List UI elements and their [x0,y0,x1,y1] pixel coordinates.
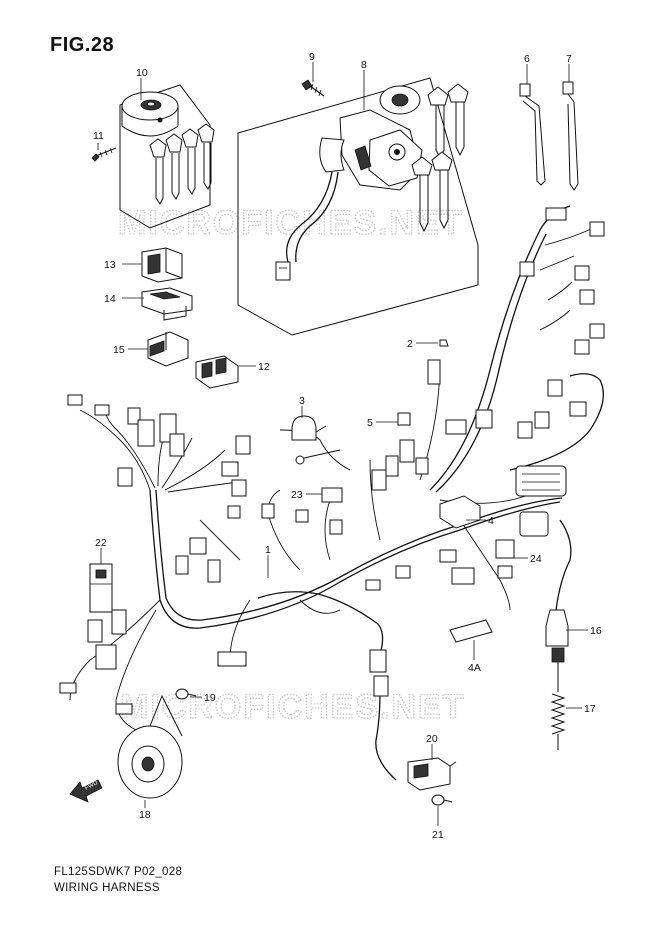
switch-16 [545,609,569,676]
watermark-top: MICROFICHES.NET [118,204,463,242]
part-label-22: 22 [95,537,107,549]
part-label-9: 9 [309,51,315,63]
watermark-bottom: MICROFICHES.NET [120,688,465,726]
leader-lines [97,62,588,826]
part-label-12: 12 [258,361,270,373]
screw-21 [431,794,453,806]
bolt-19 [175,688,197,700]
part-label-3: 3 [299,395,305,407]
harness-connectors [59,207,605,715]
part-label-19: 19 [204,692,216,704]
ignition-switch-box [237,77,479,336]
part-label-10: 10 [136,67,148,79]
screw-9 [301,79,325,97]
part-labels: 10 11 9 8 6 7 13 14 15 12 2 3 5 23 4 1 2… [93,51,602,841]
sensor-20 [407,757,457,791]
spring-17 [550,676,566,750]
part-label-16: 16 [590,625,602,637]
horn-18 [117,694,183,799]
part-label-21: 21 [432,829,444,841]
part-label-24: 24 [530,553,542,565]
cap-3 [291,415,341,465]
part-label-18: 18 [139,809,151,821]
part-label-4: 4 [488,515,494,527]
part-label-11: 11 [93,130,104,142]
screw-11 [91,147,117,162]
switch-12 [195,355,239,389]
part-label-8: 8 [361,59,367,71]
switch-14 [141,287,193,321]
part-label-23: 23 [291,489,303,501]
cable-tie-6 [519,83,546,186]
part-label-2: 2 [407,338,413,350]
part-label-15: 15 [113,344,125,356]
part-label-5: 5 [367,417,373,429]
section-name: WIRING HARNESS [54,882,160,894]
part-label-1: 1 [265,544,271,556]
switch-15 [147,331,189,367]
fwd-arrow-icon: FWD [69,779,103,803]
part-label-20: 20 [426,733,438,745]
cable-tie-7 [562,81,579,191]
model-code: FL125SDWK7 P02_028 [54,866,183,878]
figure-title: FIG.28 [50,34,115,56]
key-set-group [119,84,215,229]
part-label-17: 17 [584,703,596,715]
part-label-4a: 4A [468,662,481,674]
part-label-7: 7 [566,53,572,65]
part-label-6: 6 [524,53,530,65]
label-plate-4a [449,619,493,643]
switch-13 [141,247,183,283]
part-label-13: 13 [104,259,116,271]
part-label-14: 14 [104,293,116,305]
